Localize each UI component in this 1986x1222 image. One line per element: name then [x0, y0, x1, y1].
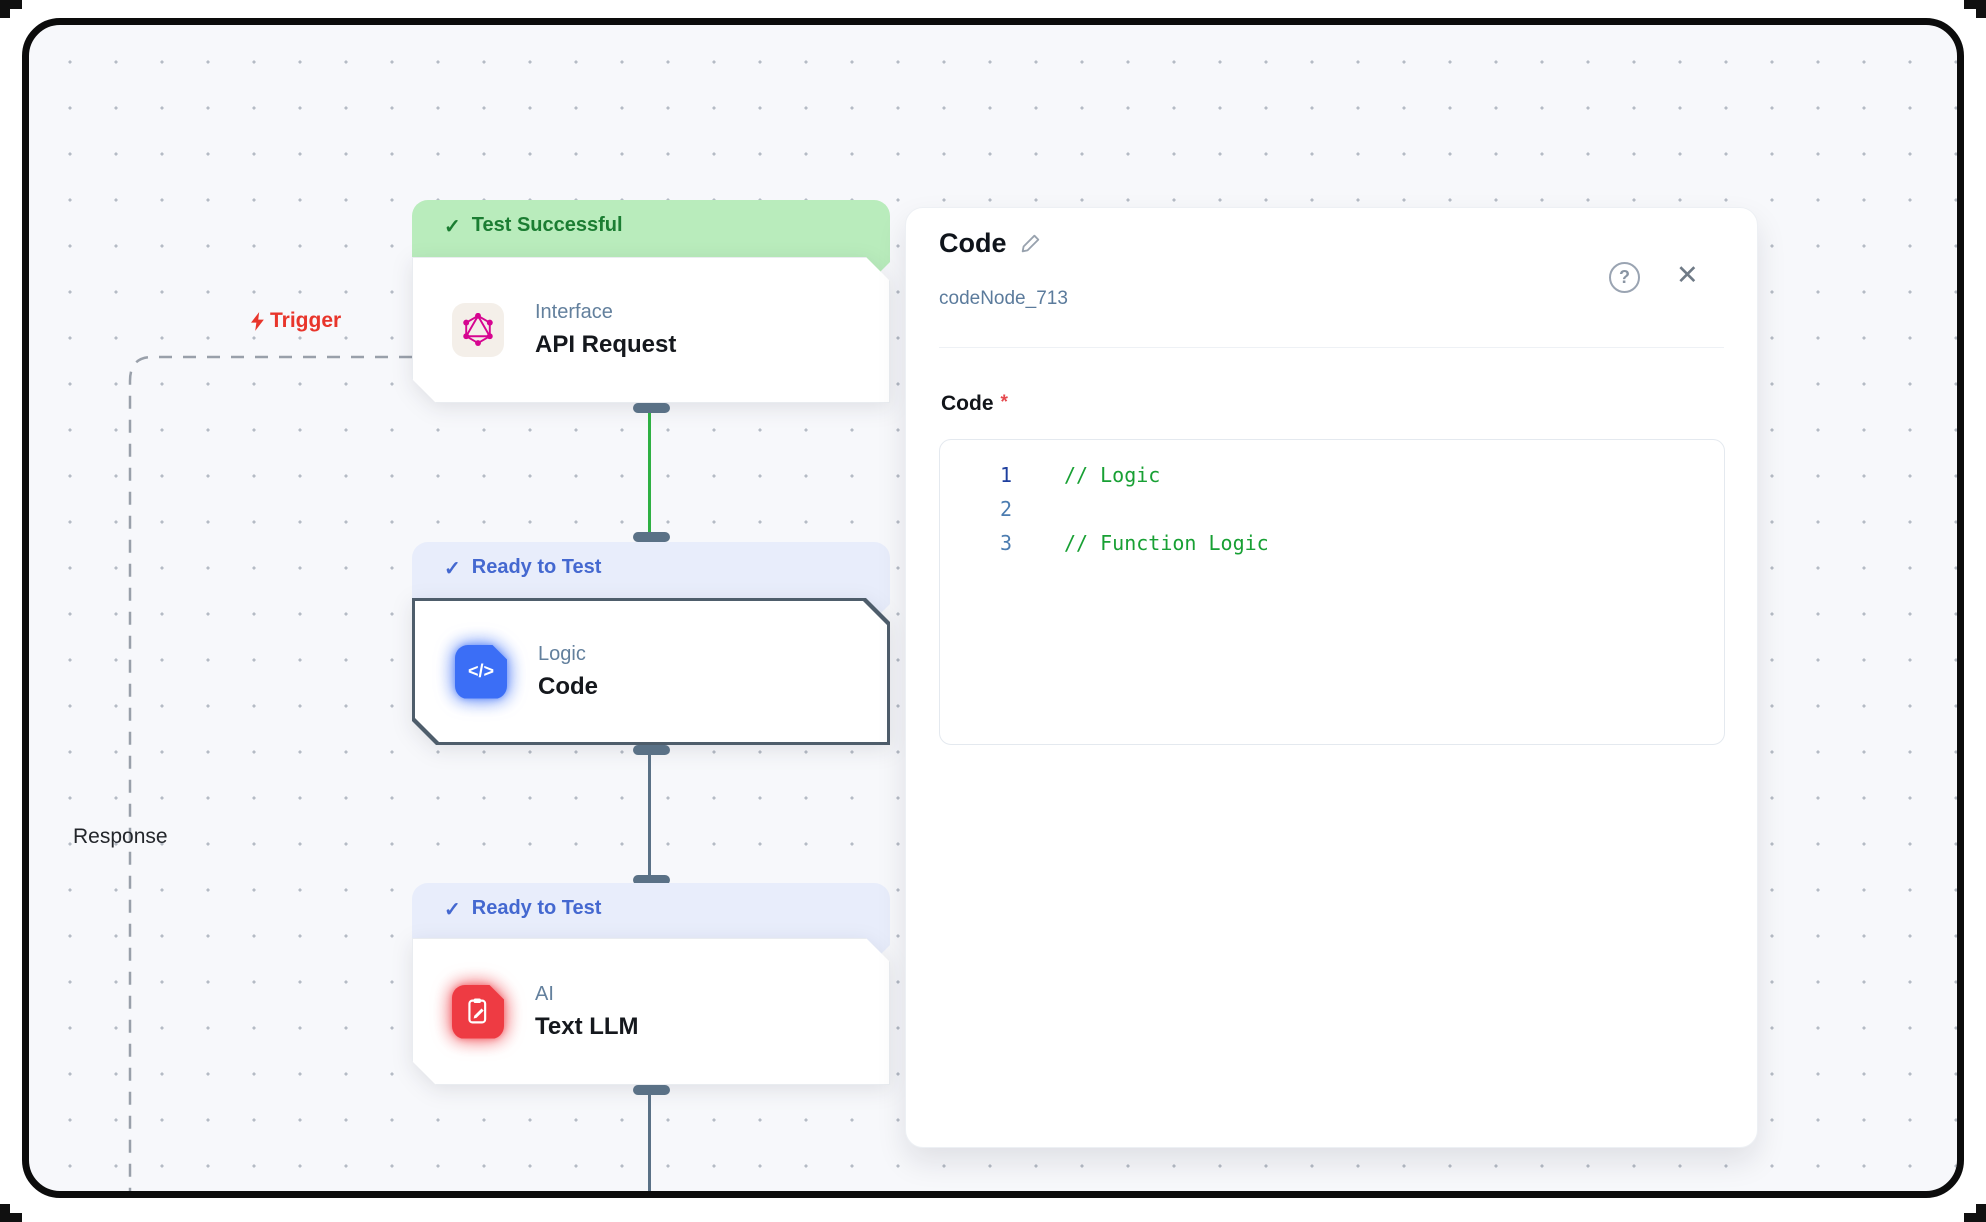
trigger-label: Trigger — [251, 309, 341, 333]
node-title: Code — [538, 672, 598, 700]
code-field-label: Code* — [941, 392, 1008, 415]
code-icon: </> — [455, 645, 507, 699]
check-icon: ✓ — [444, 216, 461, 238]
node-id: codeNode_713 — [939, 288, 1068, 309]
input-port-code[interactable] — [633, 532, 670, 542]
crop-mark-top-left — [0, 0, 10, 18]
connector-code-to-llm — [648, 755, 651, 875]
trigger-label-text: Trigger — [270, 309, 342, 332]
output-port-api-request[interactable] — [633, 403, 670, 413]
code-editor[interactable]: 1 // Logic 2 3 // Function Logic — [939, 439, 1725, 745]
crop-mark-bottom-right — [1976, 1204, 1986, 1222]
crop-mark-bottom-left — [0, 1213, 22, 1222]
output-port-text-llm[interactable] — [633, 1085, 670, 1095]
crop-mark-bottom-left — [0, 1204, 10, 1222]
clipboard-pen-icon — [452, 985, 504, 1039]
panel-title: Code — [939, 228, 1007, 258]
workflow-canvas[interactable]: Trigger Response ✓ Test Successful — [29, 25, 1957, 1191]
crop-mark-bottom-right — [1964, 1213, 1986, 1222]
bolt-icon — [251, 311, 264, 331]
node-category: Interface — [535, 301, 613, 323]
check-icon: ✓ — [444, 558, 461, 580]
connector-llm-down — [648, 1095, 651, 1191]
code-line: 1 // Logic — [940, 458, 1724, 492]
edit-icon[interactable] — [1019, 232, 1042, 255]
node-text-llm[interactable]: AI Text LLM — [412, 938, 890, 1085]
graphql-icon — [452, 303, 504, 357]
check-icon: ✓ — [444, 899, 461, 921]
crop-mark-top-right — [1964, 0, 1986, 9]
input-port-text-llm[interactable] — [633, 875, 670, 885]
connector-api-to-code — [648, 413, 651, 532]
divider — [939, 347, 1724, 348]
node-category: AI — [535, 982, 554, 1005]
required-marker: * — [1000, 392, 1008, 413]
help-icon[interactable]: ? — [1609, 262, 1640, 293]
node-code[interactable]: </> Logic Code — [412, 598, 890, 745]
node-title: API Request — [535, 331, 677, 358]
code-line: 3 // Function Logic — [940, 526, 1724, 560]
close-icon[interactable]: ✕ — [1676, 260, 1699, 290]
node-api-request[interactable]: Interface API Request — [412, 257, 890, 403]
status-badge-label: Ready to Test — [471, 897, 602, 919]
workflow-window: Trigger Response ✓ Test Successful — [22, 18, 1964, 1198]
code-text: // Logic — [1064, 463, 1161, 487]
node-title: Text LLM — [535, 1012, 639, 1040]
code-text: // Function Logic — [1064, 531, 1269, 555]
code-line: 2 — [940, 492, 1724, 526]
line-number: 2 — [999, 497, 1012, 521]
node-config-panel: Code codeNode_713 ? ✕ Code* 1 // Logic 2 — [905, 207, 1758, 1148]
status-badge-label: Test Successful — [471, 214, 623, 236]
node-category: Logic — [538, 642, 586, 665]
response-label: Response — [73, 825, 168, 848]
line-number: 3 — [999, 531, 1012, 555]
line-number: 1 — [999, 463, 1012, 487]
crop-mark-top-right — [1976, 0, 1986, 18]
output-port-code[interactable] — [633, 745, 670, 755]
crop-mark-top-left — [0, 0, 22, 9]
status-badge-label: Ready to Test — [471, 556, 602, 578]
